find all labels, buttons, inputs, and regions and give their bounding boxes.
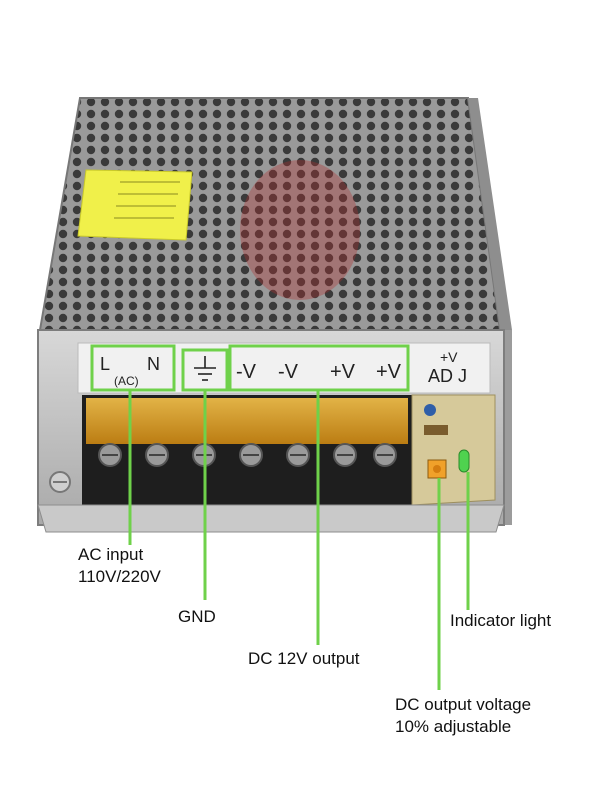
callout-voltage-adjust: DC output voltage 10% adjustable <box>395 694 531 738</box>
capacitor <box>424 404 436 416</box>
label-adj-top: +V <box>440 349 458 365</box>
voltage-adjust-range: 10% adjustable <box>395 717 512 736</box>
terminal-cover <box>86 398 408 444</box>
callout-gnd: GND <box>178 607 216 626</box>
callout-ac-input: AC input 110V/220V <box>78 544 161 588</box>
label-adj-bottom: AD J <box>428 366 467 386</box>
callout-lines <box>128 390 470 690</box>
ground-icon <box>194 356 216 381</box>
voltage-adjust-title: DC output voltage <box>395 695 532 714</box>
led-icon <box>458 449 470 473</box>
label-pos-1: +V <box>330 361 356 383</box>
label-neg-2: -V <box>278 361 299 383</box>
label-l: L <box>100 354 110 374</box>
ac-input-title: AC input <box>78 545 144 564</box>
label-n: N <box>147 354 160 374</box>
label-neg-1: -V <box>236 361 257 383</box>
callout-indicator-light: Indicator light <box>450 611 552 630</box>
warning-sticker <box>77 169 193 241</box>
perforated-cover <box>38 97 502 331</box>
ac-input-voltage: 110V/220V <box>78 567 161 586</box>
ac-input-highlight <box>90 344 176 392</box>
label-pos-2: +V <box>376 361 402 383</box>
label-ac: (AC) <box>114 374 139 388</box>
callout-dc-output: DC 12V output <box>248 649 360 668</box>
